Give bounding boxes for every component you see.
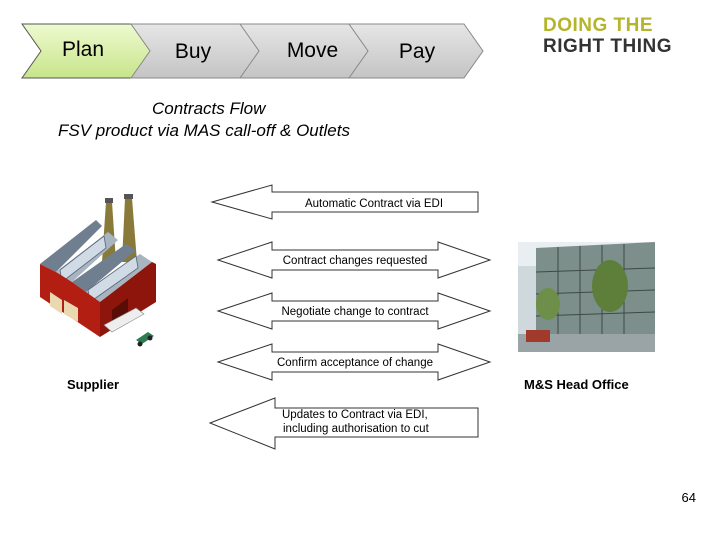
step-pay: Pay: [398, 40, 436, 63]
process-chevrons: [21, 23, 484, 79]
flow-label-5: Updates to Contract via EDI, including a…: [276, 408, 472, 436]
factory-icon: [40, 194, 156, 347]
flow-label-4: Confirm acceptance of change: [277, 357, 433, 369]
flow-arrow-1: [210, 184, 479, 220]
flow-label-5-line-1: Updates to Contract via EDI,: [282, 409, 428, 421]
flow-arrow-3: [216, 292, 492, 330]
step-pay-shape: [348, 23, 484, 79]
title-line-1: Contracts Flow: [152, 99, 266, 118]
flow-label-2: Contract changes requested: [282, 255, 428, 267]
page-number: 64: [681, 490, 696, 505]
head-office-label: M&S Head Office: [524, 377, 629, 392]
step-buy: Buy: [174, 40, 212, 63]
flow-arrow-5: [208, 397, 479, 450]
flow-arrow-2: [216, 241, 492, 279]
title-line-2: FSV product via MAS call-off & Outlets: [58, 121, 350, 140]
flow-label-5-line-2: including authorisation to cut: [283, 423, 429, 435]
brand-line-2: RIGHT THING: [543, 36, 672, 57]
flow-label-1: Automatic Contract via EDI: [304, 198, 444, 210]
flow-label-3: Negotiate change to contract: [281, 306, 429, 318]
supplier-label: Supplier: [67, 377, 120, 392]
flow-arrow-4: [216, 343, 492, 381]
step-move: Move: [286, 39, 339, 62]
brand-line-1: DOING THE: [543, 15, 654, 36]
step-plan: Plan: [61, 38, 105, 61]
head-office-photo: [518, 242, 655, 352]
